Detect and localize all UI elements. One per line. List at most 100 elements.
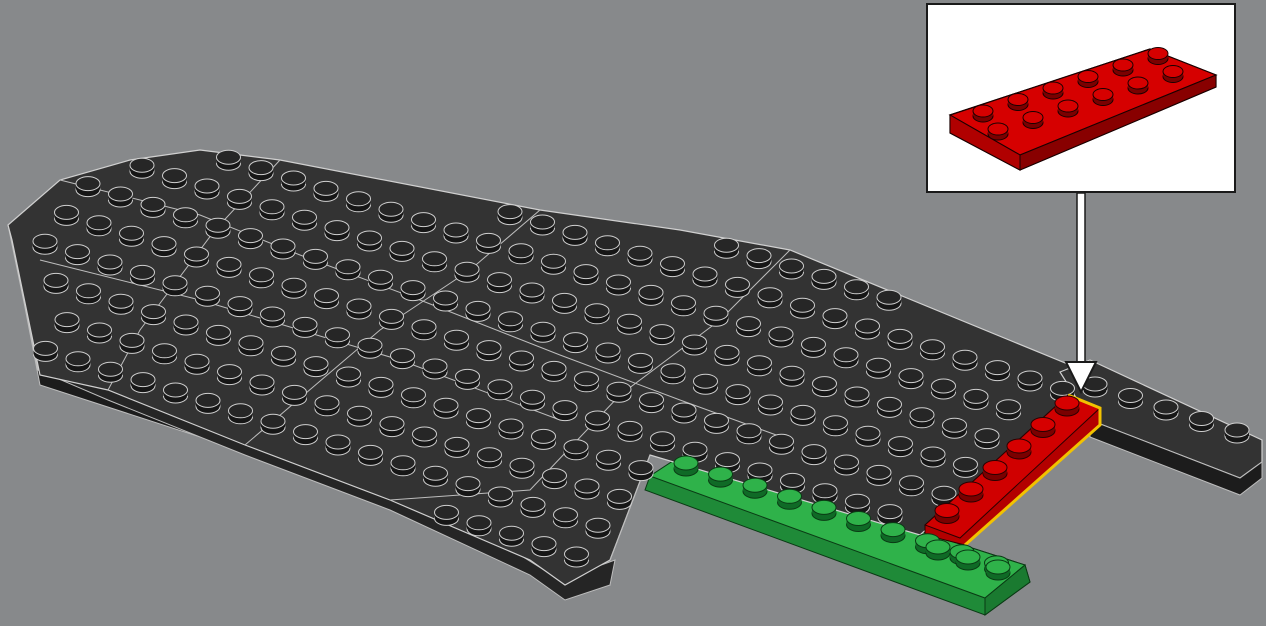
stud [488,273,512,293]
stud [152,237,176,257]
stud [229,404,253,424]
stud [423,252,447,272]
stud [293,317,317,337]
stud [743,478,767,498]
stud [672,296,696,316]
stud [359,445,383,465]
stud [239,229,263,249]
stud [726,277,750,297]
stud [283,385,307,405]
stud [326,328,350,348]
stud [973,105,993,122]
stud [608,489,632,509]
stud [1190,412,1214,432]
stud [1055,396,1079,416]
stud [456,369,480,389]
stud [401,281,425,301]
stud [347,192,371,212]
stud [250,375,274,395]
stud [975,429,999,449]
stud [294,425,318,445]
stud [337,367,361,387]
stud [434,398,458,418]
stud [325,221,349,241]
stud [1119,389,1143,409]
stud [812,269,836,289]
stud [878,397,902,417]
stud [1113,59,1133,76]
red-plate-part-icon [928,5,1234,191]
stud [272,346,296,366]
stud [953,350,977,370]
stud [867,465,891,485]
stud [77,284,101,304]
stud [877,290,901,310]
stud [747,249,771,269]
stud [423,359,447,379]
stud [639,285,663,305]
stud [66,245,90,265]
stud [141,197,165,217]
stud [674,456,698,476]
stud [196,393,220,413]
stud [304,249,328,269]
stud [456,477,480,497]
stud [683,335,707,355]
stud [780,366,804,386]
stud [1008,94,1028,111]
stud [596,236,620,256]
stud [607,382,631,402]
stud [531,215,555,235]
stud [282,171,306,191]
stud [358,231,382,251]
stud [672,403,696,423]
stud [163,276,187,296]
stud [553,401,577,421]
stud [174,315,198,335]
stud [737,317,761,337]
stud [120,333,144,353]
stud [153,344,177,364]
stud [709,467,733,487]
stud [521,390,545,410]
stud [326,435,350,455]
stud [445,330,469,350]
stud [845,387,869,407]
stud [174,208,198,228]
stud [986,361,1010,381]
stud [726,385,750,405]
stud [55,205,79,225]
stud [142,305,166,325]
stud [1031,418,1055,438]
stud [770,434,794,454]
stud [314,181,338,201]
stud [759,395,783,415]
stud [553,293,577,313]
stud [239,336,263,356]
stud [964,389,988,409]
stud [758,288,782,308]
stud [1018,371,1042,391]
stud [271,239,295,259]
stud [207,325,231,345]
stud [867,358,891,378]
stud [1058,100,1078,117]
stud [478,448,502,468]
stud [218,365,242,385]
stud [661,257,685,277]
stud [629,353,653,373]
stud [520,283,544,303]
stud [390,241,414,261]
stud [195,179,219,199]
stud [76,177,100,197]
stud [748,356,772,376]
stud [455,262,479,282]
stud [575,372,599,392]
stud [521,497,545,517]
stud [261,307,285,327]
stud [412,213,436,233]
stud [1148,48,1168,65]
stud [661,364,685,384]
stud [413,427,437,447]
stud [1078,71,1098,88]
